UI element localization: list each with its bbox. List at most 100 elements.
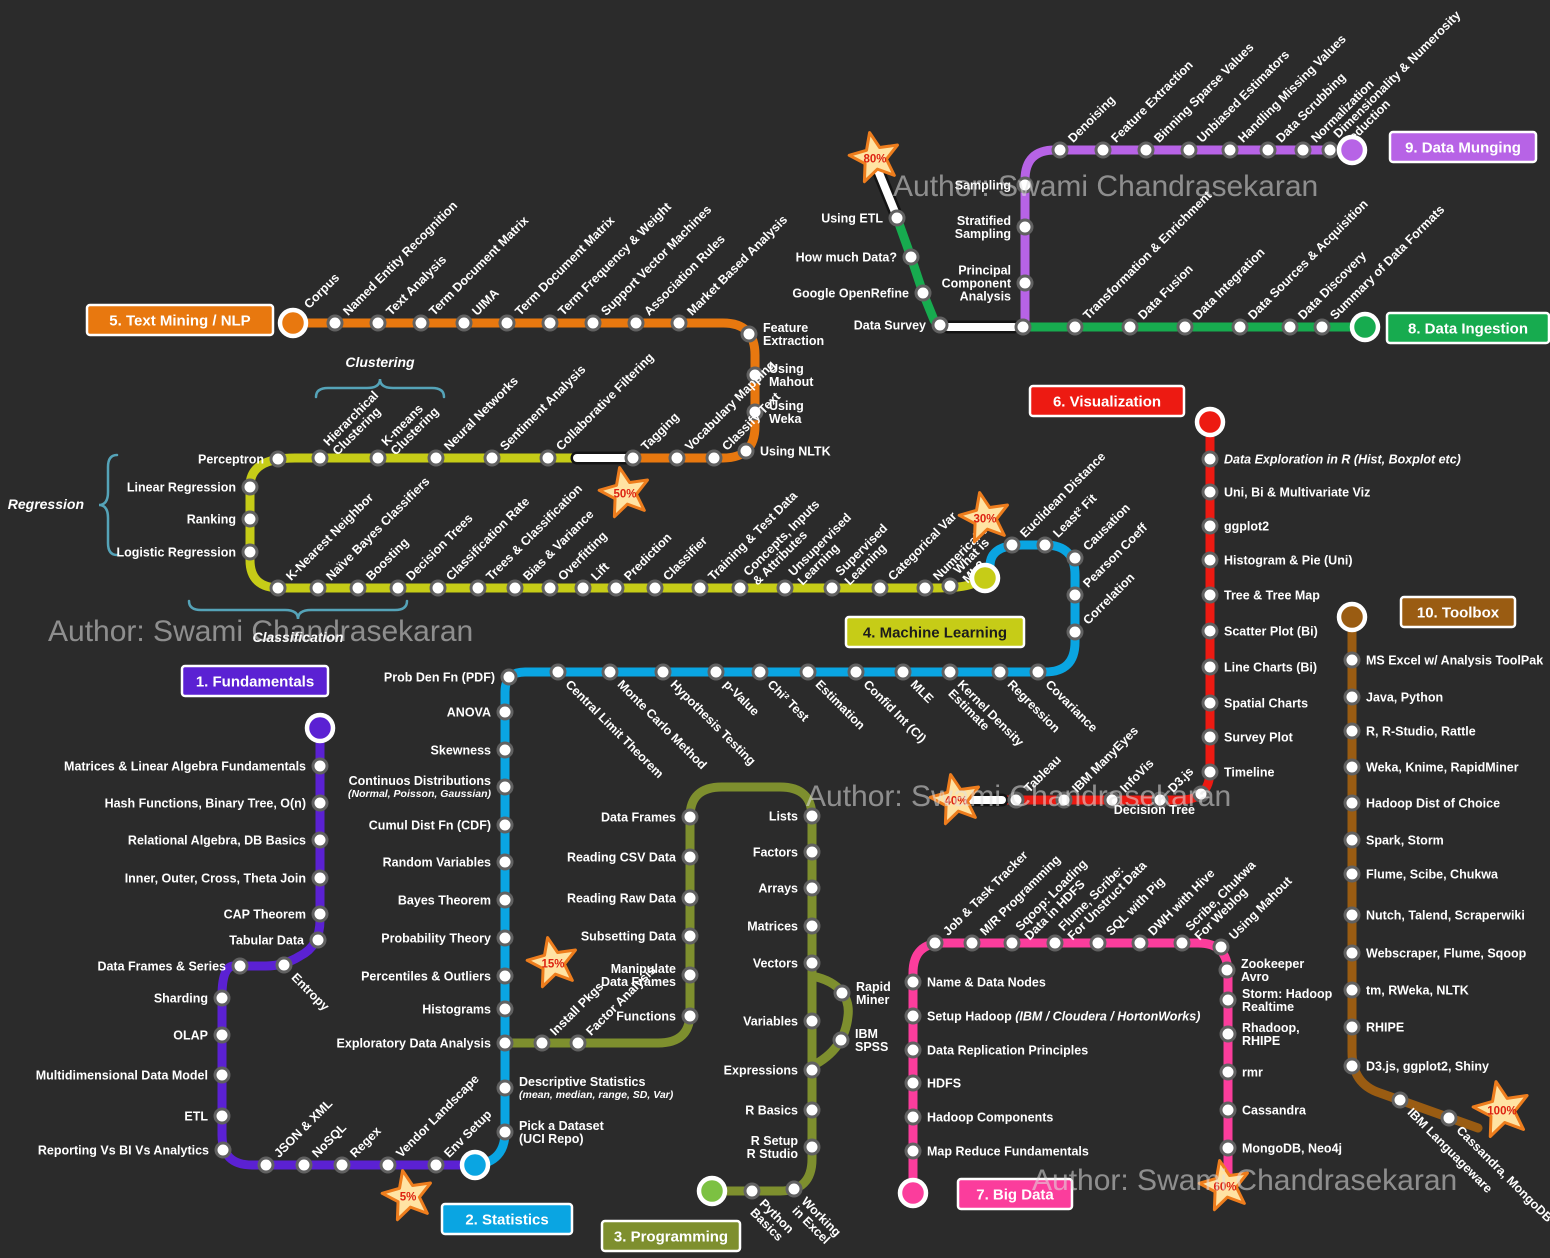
- station-dot: [349, 579, 367, 597]
- star-percentage: 5%: [400, 1192, 417, 1204]
- station-dot: [1343, 1018, 1361, 1036]
- station-dot: [549, 663, 567, 681]
- station-dot: [1343, 722, 1361, 740]
- station-dot: [213, 1026, 231, 1044]
- station-dot: [1321, 141, 1339, 159]
- station-dot: [803, 1138, 821, 1156]
- station-label: Reading CSV Data: [567, 851, 677, 865]
- station-label: Random Variables: [383, 856, 491, 870]
- badge-fundamentals: [180, 664, 330, 698]
- station-dot: [654, 663, 672, 681]
- station-label: RHIPE: [1366, 1021, 1404, 1035]
- station-dot: [941, 663, 959, 681]
- station-label: ggplot2: [1224, 520, 1269, 534]
- station-dot: [902, 248, 920, 266]
- station-dot: [1121, 318, 1139, 336]
- station-label: tm, RWeka, NLTK: [1366, 984, 1469, 998]
- station-dot: [743, 1182, 761, 1200]
- station-dot: [963, 934, 981, 952]
- progress-star: [1471, 1080, 1529, 1139]
- station-dot: [1201, 586, 1219, 604]
- station-dot: [751, 663, 769, 681]
- station-dot: [1131, 934, 1149, 952]
- station-dot: [1343, 794, 1361, 812]
- badge-label-fundamentals: 1. Fundamentals: [196, 674, 314, 691]
- station-dot: [1055, 791, 1073, 809]
- station-dot: [311, 869, 329, 887]
- station-dot: [533, 1034, 551, 1052]
- station-label: Histogram & Pie (Uni): [1224, 554, 1353, 568]
- layer-stations: [213, 141, 1458, 1200]
- station-dot: [483, 449, 501, 467]
- progress-star: [1197, 1159, 1249, 1212]
- station-dot: [670, 314, 688, 332]
- station-dot: [916, 579, 934, 597]
- station-dot: [803, 879, 821, 897]
- station-label: Weka, Knime, RapidMiner: [1366, 761, 1519, 775]
- station-dot: [1046, 934, 1064, 952]
- badge-label-statistics: 2. Statistics: [465, 1212, 548, 1229]
- station-dot: [1180, 141, 1198, 159]
- station-label: Tree & Tree Map: [1224, 589, 1320, 603]
- terminal-machine-learning: [969, 562, 1001, 594]
- progress-star: [847, 131, 899, 184]
- station-dot: [681, 889, 699, 907]
- station-dot: [496, 1034, 514, 1052]
- station-label: ETL: [184, 1110, 208, 1124]
- station-label: MongoDB, Neo4j: [1242, 1142, 1342, 1156]
- station-dot: [904, 973, 922, 991]
- station-dot: [214, 1141, 232, 1159]
- station-dot: [1219, 1101, 1237, 1119]
- station-dot: [1343, 831, 1361, 849]
- station-dot: [681, 927, 699, 945]
- station-dot: [847, 663, 865, 681]
- terminal-big-data: [897, 1177, 929, 1209]
- station-dot: [914, 284, 932, 302]
- station-dot: [904, 1041, 922, 1059]
- station-dot: [832, 1031, 850, 1049]
- station-dot: [275, 956, 293, 974]
- station-label: HDFS: [927, 1077, 961, 1091]
- station-dot: [991, 663, 1009, 681]
- station-label: rmr: [1242, 1066, 1263, 1080]
- station-dot: [1066, 623, 1084, 641]
- station-dot: [295, 1156, 313, 1174]
- brace: [98, 453, 119, 557]
- station-label: Expressions: [724, 1064, 798, 1078]
- station-dot: [498, 314, 516, 332]
- station-dot: [1036, 536, 1054, 554]
- station-dot: [496, 1079, 514, 1097]
- station-dot: [1294, 141, 1312, 159]
- station-dot: [496, 703, 514, 721]
- station-dot: [904, 1074, 922, 1092]
- progress-star: [380, 1169, 432, 1222]
- station-label: Data Replication Principles: [927, 1044, 1088, 1058]
- station-label: Exploratory Data Analysis: [337, 1037, 492, 1051]
- station-label: How much Data?: [796, 251, 897, 265]
- brace: [314, 378, 446, 399]
- star-percentage: 40%: [944, 796, 967, 808]
- station-dot: [1221, 141, 1239, 159]
- line-path-programming: [807, 971, 853, 1071]
- badge-programming: [600, 1219, 742, 1253]
- station-dot: [1014, 318, 1032, 336]
- brace: [187, 599, 409, 620]
- station-label: Google OpenRefine: [792, 287, 909, 301]
- star-percentage: 80%: [863, 154, 886, 166]
- station-label: Factors: [753, 846, 798, 860]
- badge-visualization: [1028, 384, 1186, 418]
- station-dot: [541, 314, 559, 332]
